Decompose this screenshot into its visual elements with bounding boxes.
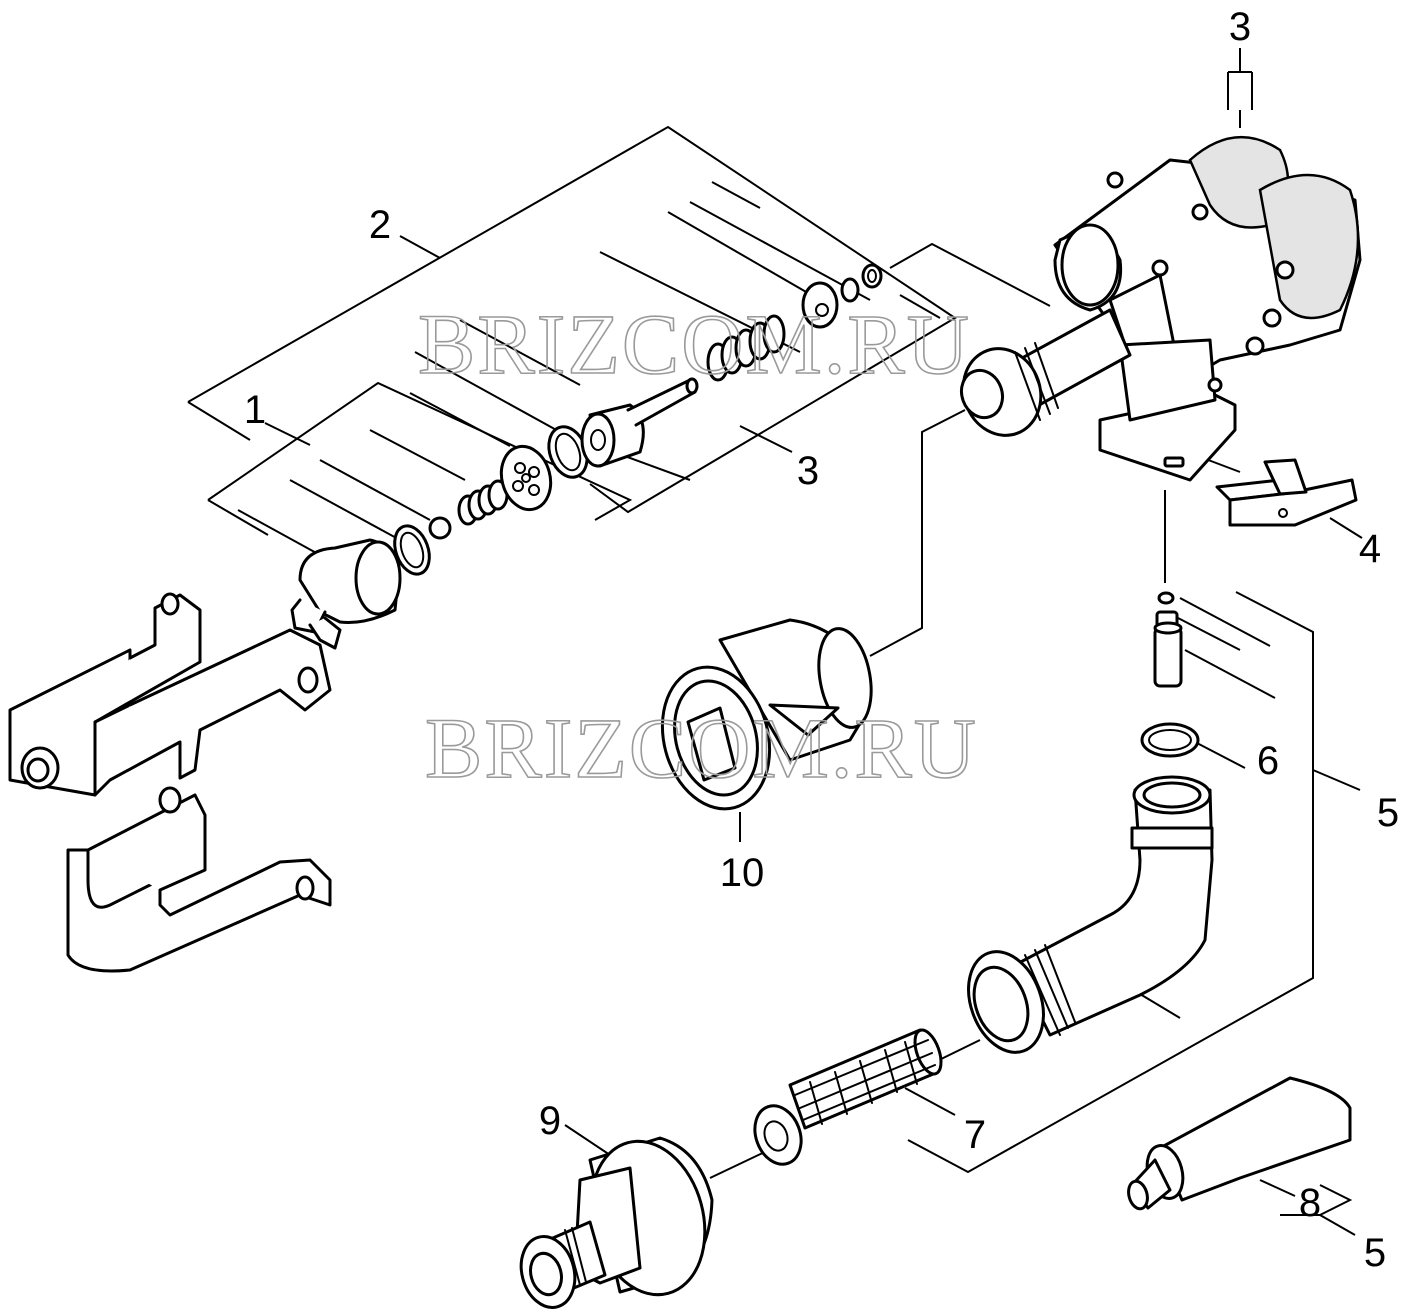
callout-7: 7 — [964, 1113, 986, 1157]
spring-seat-washer — [801, 281, 839, 329]
watermark-top: BRIZCOM.RU — [418, 296, 971, 392]
callout-3-mid: 3 — [797, 449, 819, 493]
valve-ball — [428, 516, 452, 540]
o-ring-6 — [1140, 722, 1200, 758]
leader-lines — [187, 48, 1363, 1236]
nozzle-fitting — [1153, 591, 1183, 688]
callout-5-bottom: 5 — [1364, 1231, 1386, 1275]
elbow-pipe — [967, 775, 1214, 1054]
callout-2: 2 — [369, 203, 391, 247]
retaining-clip — [1215, 458, 1358, 527]
callout-8: 8 — [1299, 1181, 1321, 1225]
callout-4: 4 — [1359, 527, 1381, 571]
valve-disc — [499, 444, 553, 512]
inlet-pipe — [959, 308, 1132, 437]
callout-3-top: 3 — [1229, 5, 1251, 49]
filter-screen — [753, 1028, 943, 1166]
mounting-bracket-upper — [8, 592, 332, 797]
callout-10: 10 — [720, 851, 765, 895]
callout-1: 1 — [244, 388, 266, 432]
piston — [580, 377, 699, 468]
valve-housing — [290, 538, 402, 650]
mounting-bracket-lower — [66, 786, 332, 973]
callout-6: 6 — [1257, 739, 1279, 783]
valve-spring-small — [457, 479, 509, 526]
o-ring-valve — [393, 524, 431, 576]
callout-5-right: 5 — [1377, 791, 1399, 835]
o-ring-piston — [547, 425, 589, 479]
watermark-middle: BRIZCOM.RU — [425, 700, 978, 796]
grease-tube — [1127, 1076, 1352, 1211]
small-o-rings — [840, 263, 883, 303]
callout-9: 9 — [539, 1099, 561, 1143]
hose-connector — [519, 1136, 714, 1309]
pump-head — [1053, 135, 1362, 482]
spring-large — [706, 314, 786, 382]
coupling-nut — [660, 618, 873, 811]
